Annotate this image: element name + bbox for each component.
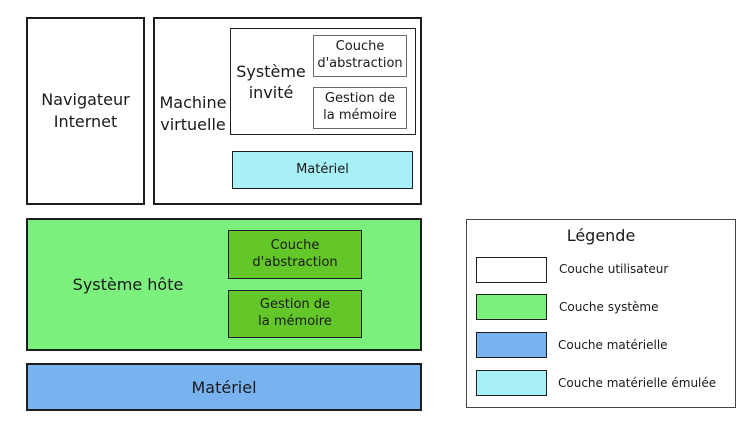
- legend-label-system: Couche système: [559, 300, 659, 314]
- legend-swatch-system: [476, 294, 547, 320]
- host-memory-management-box: Gestion de la mémoire: [228, 290, 362, 338]
- legend-swatch-hardware: [476, 332, 547, 358]
- browser-box: Navigateur Internet: [26, 17, 145, 205]
- guest-system-label: Système invité: [236, 62, 306, 102]
- browser-label: Navigateur Internet: [41, 90, 130, 131]
- legend-label-user: Couche utilisateur: [559, 262, 669, 276]
- legend-label-emulated-hardware: Couche matérielle émulée: [558, 376, 717, 390]
- guest-abstraction-layer-box: Couche d'abstraction: [313, 35, 407, 77]
- emulated-hardware-box: Matériel: [232, 151, 413, 189]
- legend-swatch-emulated-hardware: [476, 370, 547, 396]
- host-abstraction-layer-box: Couche d'abstraction: [228, 230, 362, 279]
- guest-memory-management-box: Gestion de la mémoire: [313, 87, 407, 129]
- host-system-box: Système hôte: [26, 218, 422, 351]
- vm-label: Machine virtuelle: [159, 93, 227, 134]
- legend-label-hardware: Couche matérielle: [558, 338, 668, 352]
- legend-title: Légende: [566, 226, 636, 245]
- host-system-label: Système hôte: [72, 275, 184, 294]
- hardware-box: Matériel: [26, 363, 422, 411]
- legend-swatch-user: [476, 257, 547, 283]
